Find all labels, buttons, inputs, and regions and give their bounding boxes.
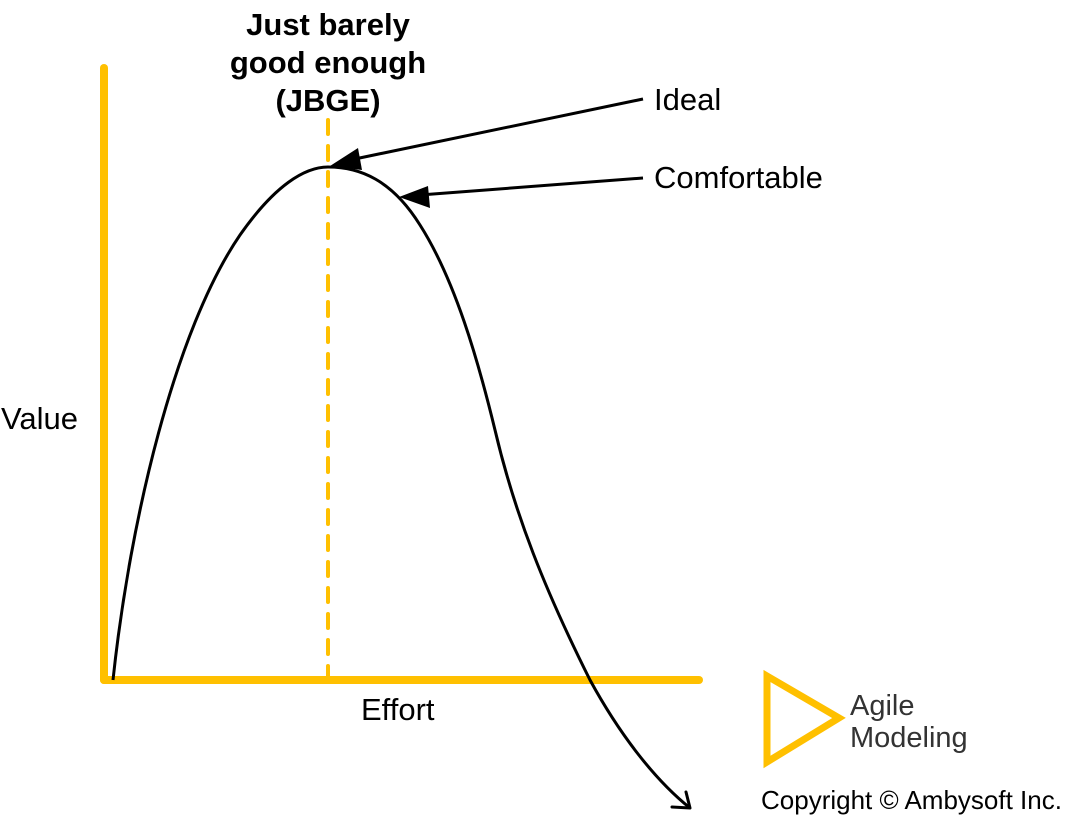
x-axis-label: Effort bbox=[361, 692, 435, 727]
jbge-title: Just barely good enough (JBGE) bbox=[200, 6, 456, 120]
curve-arrowhead-icon bbox=[670, 790, 692, 810]
y-axis-label: Value bbox=[1, 401, 78, 436]
logo-line-2: Modeling bbox=[850, 722, 968, 754]
copyright-notice: Copyright © Ambysoft Inc. bbox=[761, 785, 1062, 815]
agile-modeling-logo-text: Agile Modeling bbox=[850, 690, 968, 754]
comfortable-arrowhead-icon bbox=[399, 186, 430, 208]
ideal-arrow-line bbox=[349, 97, 644, 162]
title-line-1: Just barely bbox=[246, 7, 410, 42]
logo-line-1: Agile bbox=[850, 690, 915, 722]
title-line-3: (JBGE) bbox=[275, 83, 381, 118]
comfortable-arrow-line bbox=[419, 176, 644, 197]
value-curve bbox=[111, 165, 691, 810]
ideal-label: Ideal bbox=[654, 82, 722, 117]
title-line-2: good enough bbox=[229, 45, 427, 80]
agile-modeling-logo-icon bbox=[763, 669, 846, 769]
ideal-arrowhead-icon bbox=[330, 148, 362, 170]
comfortable-label: Comfortable bbox=[654, 160, 823, 195]
